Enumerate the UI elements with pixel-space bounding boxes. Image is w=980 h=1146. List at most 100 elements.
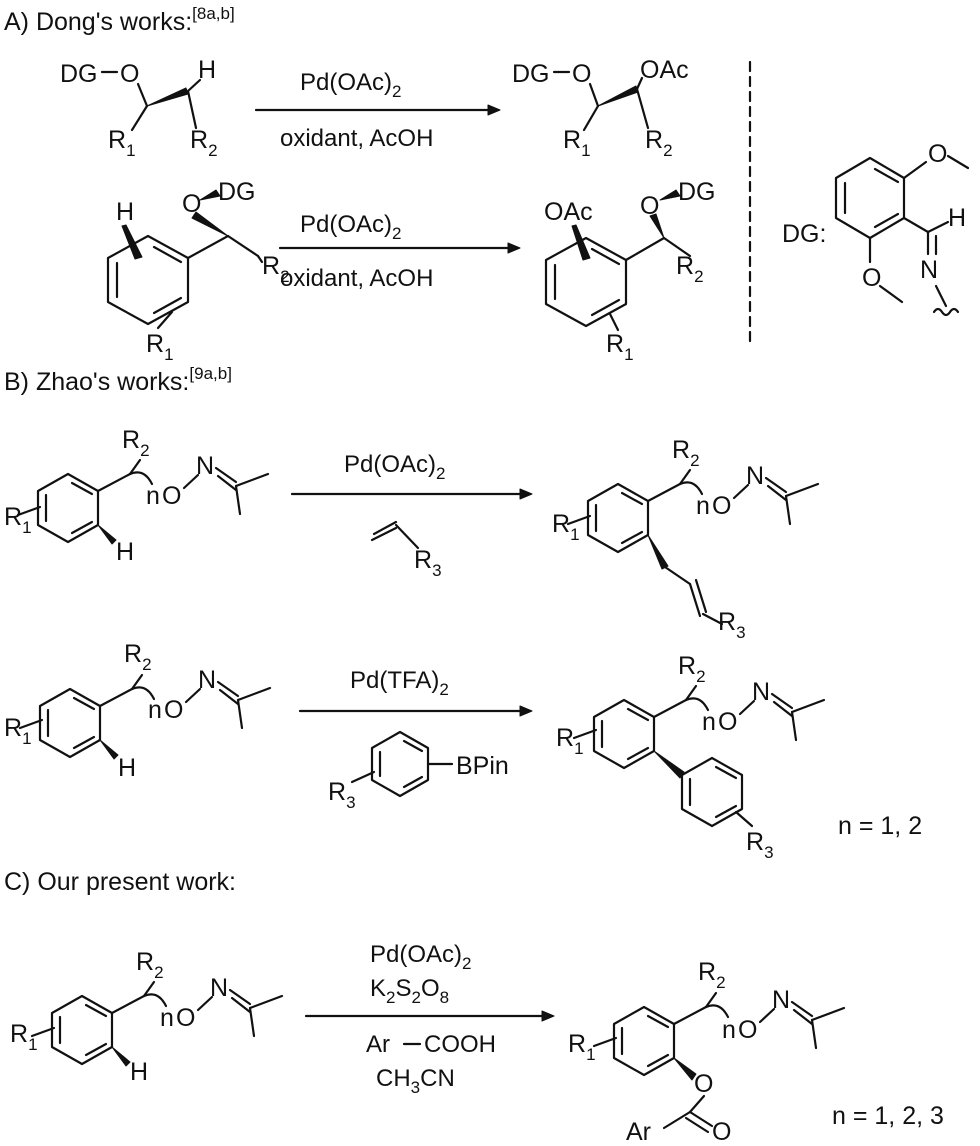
ar-label: Ar xyxy=(626,1118,651,1146)
r3-label: R xyxy=(328,778,346,806)
nitrogen-label: N xyxy=(746,462,764,490)
svg-text:R2: R2 xyxy=(672,436,700,470)
c-solvent: CH xyxy=(376,1065,411,1092)
section-a-title: A) Dong's works: xyxy=(4,8,192,36)
oxygen-label: O xyxy=(738,1016,757,1044)
b1-arrow: Pd(OAc)2 R3 xyxy=(290,451,533,580)
svg-text:R1: R1 xyxy=(108,126,136,160)
a2-arrow: Pd(OAc)2 oxidant, AcOH xyxy=(278,211,521,292)
oac-label: OAc xyxy=(640,56,689,84)
dg-definition: DG: O O H N xyxy=(782,140,970,317)
oxygen-label: O xyxy=(164,696,183,724)
r1-label: R xyxy=(556,724,574,752)
svg-text:R1: R1 xyxy=(552,510,580,544)
n-subscript-label: n xyxy=(146,482,160,510)
svg-text:R1: R1 xyxy=(10,1020,38,1054)
b1-substrate: R1 R2 n O N H xyxy=(4,426,270,566)
svg-text:R1: R1 xyxy=(4,503,32,537)
c-acid-cooh: COOH xyxy=(424,1031,496,1058)
dg-definition-label: DG: xyxy=(782,220,826,248)
n-subscript-label: n xyxy=(160,1004,174,1032)
svg-text:R2: R2 xyxy=(262,252,290,286)
nitrogen-label: N xyxy=(196,452,214,480)
r2-label: R xyxy=(262,252,280,280)
oxygen-label: O xyxy=(572,60,591,88)
r2-label: R xyxy=(678,652,696,680)
r2-label: R xyxy=(676,252,694,280)
svg-text:R3: R3 xyxy=(718,608,746,642)
r3-label: R xyxy=(718,608,736,636)
r1-label: R xyxy=(552,510,570,538)
n-range-b: n = 1, 2 xyxy=(838,812,922,840)
svg-text:R2: R2 xyxy=(678,652,706,686)
n-subscript-label: n xyxy=(722,1016,736,1044)
section-c: C) Our present work: R1 R2 n O N H xyxy=(4,868,944,1146)
oxygen-label: O xyxy=(176,1004,195,1032)
c-catalyst: Pd(OAc) xyxy=(370,941,462,968)
oxygen-label: O xyxy=(640,192,659,220)
section-a: A) Dong's works:[8a,b] DG O H R1 R2 Pd(O… xyxy=(4,4,970,364)
section-b: B) Zhao's works:[9a,b] R1 R2 n O N H xyxy=(4,364,922,862)
svg-text:Pd(TFA)2: Pd(TFA)2 xyxy=(350,667,449,699)
n-subscript-label: n xyxy=(696,492,710,520)
r1-label: R xyxy=(4,714,22,742)
svg-text:Pd(OAc)2: Pd(OAc)2 xyxy=(344,451,445,483)
svg-text:A) Dong's works:[8a,b]: A) Dong's works:[8a,b] xyxy=(4,4,235,36)
a1-arrow: Pd(OAc)2 oxidant, AcOH xyxy=(254,69,501,152)
svg-text:R1: R1 xyxy=(556,724,584,758)
svg-text:R1: R1 xyxy=(4,714,32,748)
svg-text:Pd(OAc)2: Pd(OAc)2 xyxy=(300,69,401,101)
oxygen-label: O xyxy=(120,60,139,88)
imine-nitrogen-label: N xyxy=(920,256,938,284)
svg-text:R2: R2 xyxy=(124,640,152,674)
section-c-title: C) Our present work: xyxy=(4,868,236,896)
svg-text:R2: R2 xyxy=(122,426,150,460)
nitrogen-label: N xyxy=(772,986,790,1014)
r1-label: R xyxy=(10,1020,28,1048)
svg-text:R2: R2 xyxy=(676,252,704,286)
methoxy-oxygen-label: O xyxy=(862,264,881,292)
svg-text:R3: R3 xyxy=(746,828,774,862)
svg-text:R1: R1 xyxy=(146,330,174,364)
svg-text:R2: R2 xyxy=(190,126,218,160)
r2-label: R xyxy=(672,436,690,464)
c-acid-ar: Ar xyxy=(366,1031,390,1058)
section-b-title: B) Zhao's works: xyxy=(4,368,189,396)
svg-text:R2: R2 xyxy=(698,958,726,992)
r2-label: R xyxy=(645,126,663,154)
b1-catalyst: Pd(OAc) xyxy=(344,451,436,478)
svg-text:R1: R1 xyxy=(606,330,634,364)
oxygen-label: O xyxy=(718,708,737,736)
n-subscript-label: n xyxy=(702,708,716,736)
r1-label: R xyxy=(606,330,624,358)
oac-label: OAc xyxy=(544,198,593,226)
a2-catalyst: Pd(OAc) xyxy=(300,211,392,238)
c-oxidant: K xyxy=(370,975,386,1002)
hydrogen-label: H xyxy=(118,754,136,782)
a2-conditions: oxidant, AcOH xyxy=(280,265,433,292)
imine-hydrogen-label: H xyxy=(948,204,966,232)
nitrogen-label: N xyxy=(198,666,216,694)
svg-text:B) Zhao's works:[9a,b]: B) Zhao's works:[9a,b] xyxy=(4,364,232,396)
section-a-ref: [8a,b] xyxy=(192,4,235,23)
n-range-c: n = 1, 2, 3 xyxy=(832,1102,944,1130)
ester-oxygen-label: O xyxy=(694,1070,713,1098)
section-b-ref: [9a,b] xyxy=(189,364,232,383)
oxygen-label: O xyxy=(162,482,181,510)
oxygen-label: O xyxy=(182,190,201,218)
dg-label: DG xyxy=(218,178,256,206)
svg-text:R2: R2 xyxy=(645,126,673,160)
nitrogen-label: N xyxy=(210,974,228,1002)
r1-label: R xyxy=(563,126,581,154)
r1-label: R xyxy=(568,1030,586,1058)
svg-text:R2: R2 xyxy=(136,948,164,982)
r2-label: R xyxy=(190,126,208,154)
a1-conditions: oxidant, AcOH xyxy=(280,125,433,152)
a2-substrate: H O DG R2 R1 xyxy=(106,178,290,364)
a2-product: OAc O DG R2 R1 xyxy=(544,178,716,364)
n-subscript-label: n xyxy=(148,696,162,724)
c-product: R1 R2 n O N O Ar O xyxy=(568,958,846,1146)
svg-text:R1: R1 xyxy=(563,126,591,160)
b2-product: R1 R2 n O N R3 xyxy=(556,652,826,862)
